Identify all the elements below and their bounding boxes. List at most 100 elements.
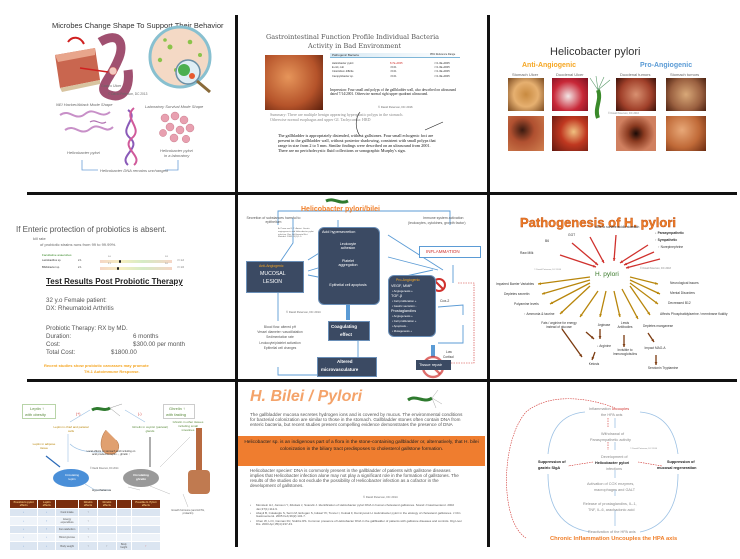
pro-angiogenic-item: TGF-β — [391, 294, 403, 298]
pro-angiogenic-item: • Gastric secretion - — [392, 304, 417, 308]
low-cortisol-label-2: Cortisol — [443, 355, 454, 359]
grid-divider-vertical-1 — [235, 15, 238, 547]
slide-gi-function-profile[interactable]: Gastrointestinal Function Profile Indivi… — [238, 0, 487, 192]
table-cell: ↓ — [37, 533, 57, 542]
slide-hpa-axis[interactable]: Inflammation uncouples the HPA axis With… — [490, 382, 740, 559]
plus-label: (+) — [76, 412, 81, 416]
lewis-label: Lewis Antibodies — [617, 321, 633, 329]
pro-angiogenic-item: • Angiogenesis + — [392, 289, 413, 293]
total-cost-label: Total Cost: — [46, 349, 76, 356]
pro-angiogenic-item: • Cell proliferation + — [392, 299, 417, 303]
endoscopy-image — [552, 78, 588, 111]
table-cell — [130, 533, 162, 542]
low-cortisol-label-1: Low — [446, 350, 452, 354]
table-cell-name: E.coli, cult — [332, 66, 344, 70]
table-cell: Energy expenditure — [55, 516, 80, 526]
ghrelin-other-label: Ghrelin in other tissues including small… — [172, 420, 204, 432]
right-output: Mental Disorders — [670, 291, 695, 295]
table-cell: ↓ — [37, 508, 57, 517]
table-cell: ↑ — [130, 541, 162, 551]
right-label-1: Helicobacter pylori — [160, 148, 193, 153]
arrowhead — [626, 265, 630, 269]
platelet-label: Platelet aggregation — [338, 259, 358, 267]
slide-probiotics[interactable]: If Enteric protection of probiotics is a… — [0, 195, 235, 379]
table-cell: ↑ — [78, 541, 98, 551]
release-line-1: Release of prostaglandins, IL-1, — [583, 502, 637, 506]
table-cell: ↑ — [78, 525, 98, 534]
table-header-cell: Ghrelin effects — [78, 499, 98, 509]
duodenal-ulcer-label: Duodenal Ulcer — [556, 72, 584, 77]
slide-h-pylori-angiogenic[interactable]: Helicobacter pylori Anti-Angiogenic Pro-… — [490, 0, 740, 192]
impression-text: Impression: Four small and polyps of the… — [330, 88, 457, 97]
ghrelin-box-line-1: Ghrelin ↑ — [169, 406, 186, 411]
arrow — [629, 279, 661, 295]
input-factor: ↑ Norepinephrine — [658, 245, 684, 249]
blood-flow-line: Leukocyte/platelet activation — [259, 340, 301, 345]
left-label: Helicobacter pylori — [67, 150, 100, 155]
arrow — [613, 290, 621, 318]
table-cell: Body height — [115, 541, 132, 551]
slide-pathogenesis[interactable]: Pathogenesis of H. pylori H. pylori © Da… — [490, 195, 740, 379]
table-cell: Body weight — [55, 541, 80, 551]
table-cell: ↓ — [8, 541, 39, 551]
endoscopy-image — [508, 116, 544, 151]
anti-angiogenic-label: Anti-Angiogenic — [522, 62, 577, 69]
copyright: © David Peterson, DC 2014 — [630, 448, 658, 450]
copyright: © David Peterson, DC 2014 — [286, 310, 321, 314]
arrowhead — [622, 344, 626, 347]
mucosal-lesion-box — [246, 261, 304, 293]
table-header-cell — [55, 499, 80, 509]
arrow — [629, 276, 659, 285]
left-caption: NEI Hacker/Attack Mode Shape — [56, 102, 113, 107]
development-line-2: Helicobacter pylori — [595, 461, 630, 465]
leptin-adipose-label: Leptin in adipose tissue — [32, 442, 56, 450]
mucosal-label-2: LESION — [263, 279, 283, 285]
table-cell: ↓ — [8, 533, 39, 542]
arrow — [623, 251, 655, 266]
duodenal-tumors-label: Duodenal tumors — [620, 72, 651, 77]
arrow — [541, 279, 591, 295]
table-cell: ↑ — [78, 516, 98, 526]
altered-label-2: microvasculature — [321, 367, 359, 372]
mucosal-label-1: MUCOSAL — [260, 271, 286, 277]
arrow — [537, 276, 591, 285]
endoscopy-image — [666, 116, 706, 151]
right-caption: Laboratory Survival Mode Shape — [145, 104, 204, 109]
slide-title: Pathogenesis of H. pylori — [520, 215, 677, 230]
diagnosis: DX: Rheumatoid Arthritis — [46, 305, 114, 312]
bar-name: Bifidobacter sp. — [42, 266, 60, 269]
circulating-ghrelin-label: Circulating ghrelin — [133, 473, 149, 481]
withdrawal-line-1: Withdrawal of — [601, 432, 625, 436]
manganese-label: Depletes manganese — [642, 324, 674, 328]
table-cell — [97, 533, 117, 542]
arrowhead — [590, 336, 594, 339]
table-row: ↓↓Blood glucose↑ — [8, 533, 162, 542]
pen-mark — [355, 111, 444, 137]
table-cell-value: <0.01 — [390, 74, 397, 78]
slide-h-bilei-pylori[interactable]: H. Bilei / Pylori The gallbladder mucosa… — [238, 382, 487, 559]
slide-title-line-2: Activity in Bad Environment — [308, 42, 402, 50]
arrow — [621, 288, 639, 320]
leptin-chief-label: Leptin in chief and parietal cells — [53, 425, 89, 433]
top-label-uncouples: uncouples — [611, 407, 630, 411]
table-cell: Fat catabolism — [55, 525, 80, 534]
input-factor: Raw Milk — [520, 251, 534, 255]
arrow — [625, 258, 661, 269]
arrowhead — [601, 259, 604, 263]
pro-angiogenic-item: • Angiogenesis + — [392, 314, 413, 318]
arrowhead — [599, 313, 603, 317]
table-cell: ↑ — [37, 525, 57, 534]
pathogenesis-arrows — [537, 234, 661, 365]
bar-name: Lactobacillus sp. — [42, 259, 62, 262]
slide-leptin-ghrelin[interactable]: Leptin ↑ with obesity Ghrelin ↑ with fas… — [0, 382, 235, 559]
pro-angiogenic-item: Prostaglandins — [391, 309, 417, 313]
table-header-cell — [115, 499, 132, 509]
table-cell: ↑ — [97, 541, 117, 551]
table-cell: Food intake — [55, 508, 80, 517]
table-cell: ↑ — [78, 508, 98, 517]
altered-microvasculature-box — [317, 357, 377, 377]
slide-microbes-shape[interactable]: Microbes Change Shape To Support Their B… — [0, 0, 235, 192]
slide-pylori-bilei-flowchart[interactable]: Helicobacter pylori/bilei Secretion of s… — [238, 195, 487, 379]
table-header: Pathogenic Bacteria — [332, 53, 359, 57]
leptin-box-line-2: with obesity — [25, 412, 46, 417]
